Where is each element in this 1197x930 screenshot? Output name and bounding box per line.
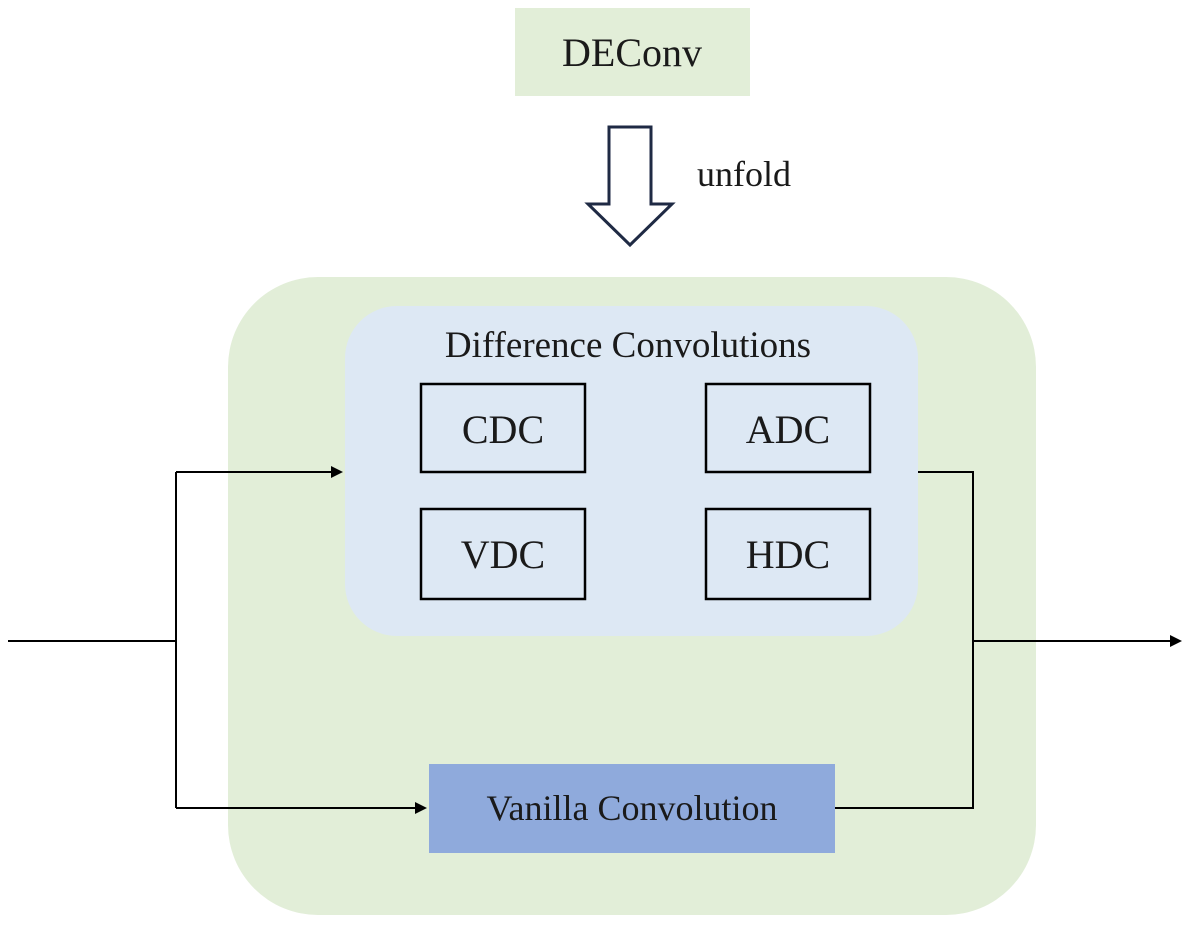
vdc-label: VDC bbox=[461, 532, 545, 577]
unfold-arrow: unfold bbox=[584, 125, 791, 248]
vanilla-output-line bbox=[835, 641, 974, 809]
vanilla-convolution-label: Vanilla Convolution bbox=[487, 788, 778, 828]
vdc-block: VDC bbox=[419, 507, 587, 601]
unfold-arrow-label: unfold bbox=[697, 154, 791, 194]
difference-output-line bbox=[918, 471, 974, 641]
unfold-arrow-shape bbox=[584, 125, 676, 248]
deconv-block: DEConv bbox=[515, 8, 750, 96]
cdc-box bbox=[419, 382, 587, 474]
difference-convolutions-title: Difference Convolutions bbox=[445, 325, 811, 366]
difference-convolutions-panel bbox=[345, 306, 918, 636]
adc-label: ADC bbox=[746, 407, 830, 452]
deconv-block-box bbox=[515, 8, 750, 96]
adc-block: ADC bbox=[704, 382, 872, 474]
difference-convolutions-group: Difference Convolutions CDC ADC VDC HDC bbox=[345, 306, 918, 636]
hdc-block: HDC bbox=[704, 507, 872, 601]
vanilla-convolution-block: Vanilla Convolution bbox=[429, 764, 835, 853]
connectors bbox=[8, 466, 1182, 814]
vdc-box bbox=[419, 507, 587, 601]
adc-box bbox=[704, 382, 872, 474]
cdc-label: CDC bbox=[462, 407, 544, 452]
cdc-block: CDC bbox=[419, 382, 587, 474]
hdc-box bbox=[704, 507, 872, 601]
hdc-label: HDC bbox=[746, 532, 830, 577]
deconv-block-label: DEConv bbox=[562, 30, 702, 75]
vanilla-convolution-box bbox=[429, 764, 835, 853]
